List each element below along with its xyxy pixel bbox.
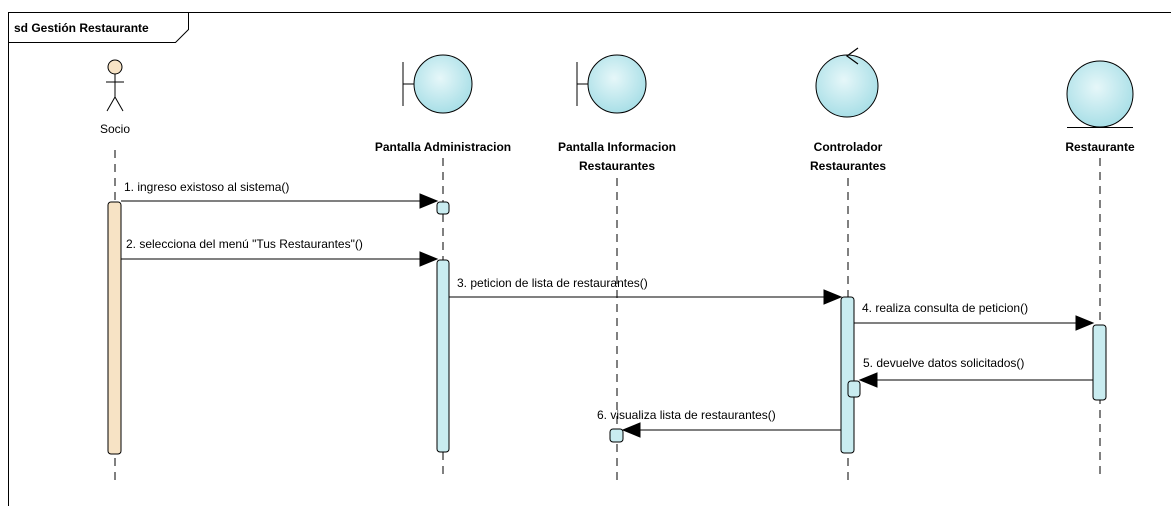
arrow-head bbox=[621, 422, 641, 438]
arrow-head bbox=[419, 251, 439, 267]
boundary-icon bbox=[576, 54, 647, 114]
activation-bar bbox=[840, 296, 855, 454]
arrow-head bbox=[1075, 315, 1095, 331]
stick-figure-actor-icon bbox=[106, 59, 124, 112]
message-2: 2. selecciona del menú "Tus Restaurantes… bbox=[121, 237, 439, 267]
activation-bar bbox=[847, 380, 861, 398]
entity-icon bbox=[1066, 60, 1134, 128]
message-label: 1. ingreso existoso al sistema() bbox=[124, 180, 289, 194]
activation-bar bbox=[436, 201, 450, 215]
message-label: 2. selecciona del menú "Tus Restaurantes… bbox=[126, 237, 363, 251]
lifeline-label: Restaurantes bbox=[579, 159, 655, 173]
message-3: 3. peticion de lista de restaurantes() bbox=[449, 276, 843, 305]
lifeline-socio: Socio bbox=[100, 59, 130, 480]
arrow-head bbox=[858, 372, 878, 388]
activation-bar bbox=[107, 201, 122, 455]
lifeline-label: Pantalla Administracion bbox=[375, 140, 511, 154]
arrow-head bbox=[823, 289, 843, 305]
message-label: 4. realiza consulta de peticion() bbox=[862, 301, 1028, 315]
frame-title: sd Gestión Restaurante bbox=[14, 21, 149, 35]
arrow-head bbox=[419, 193, 439, 209]
actor-label: Socio bbox=[100, 122, 130, 136]
diagram-frame: sd Gestión Restaurante bbox=[8, 12, 1171, 506]
lifeline-pantalla-informacion-restaurantes: Pantalla Informacion Restaurantes bbox=[558, 54, 676, 480]
lifeline-pantalla-administracion: Pantalla Administracion bbox=[375, 54, 511, 480]
message-5: 5. devuelve datos solicitados() bbox=[858, 356, 1093, 388]
lifeline-label: Controlador bbox=[814, 140, 883, 154]
lifeline-restaurante: Restaurante bbox=[1065, 60, 1135, 480]
message-4: 4. realiza consulta de peticion() bbox=[854, 301, 1095, 331]
lifeline-label: Pantalla Informacion bbox=[558, 140, 676, 154]
lifeline-controlador-restaurantes: Controlador Restaurantes bbox=[810, 47, 886, 480]
control-icon bbox=[815, 47, 879, 118]
lifeline-label: Restaurante bbox=[1065, 140, 1135, 154]
message-6: 6. visualiza lista de restaurantes() bbox=[597, 408, 841, 438]
activation-bar bbox=[1092, 324, 1107, 401]
activation-bar bbox=[609, 428, 624, 443]
message-label: 5. devuelve datos solicitados() bbox=[863, 356, 1024, 370]
boundary-icon bbox=[402, 54, 473, 114]
message-1: 1. ingreso existoso al sistema() bbox=[121, 180, 439, 209]
activation-bar bbox=[436, 259, 450, 453]
message-label: 3. peticion de lista de restaurantes() bbox=[457, 276, 648, 290]
message-label: 6. visualiza lista de restaurantes() bbox=[597, 408, 776, 422]
lifeline-label: Restaurantes bbox=[810, 159, 886, 173]
